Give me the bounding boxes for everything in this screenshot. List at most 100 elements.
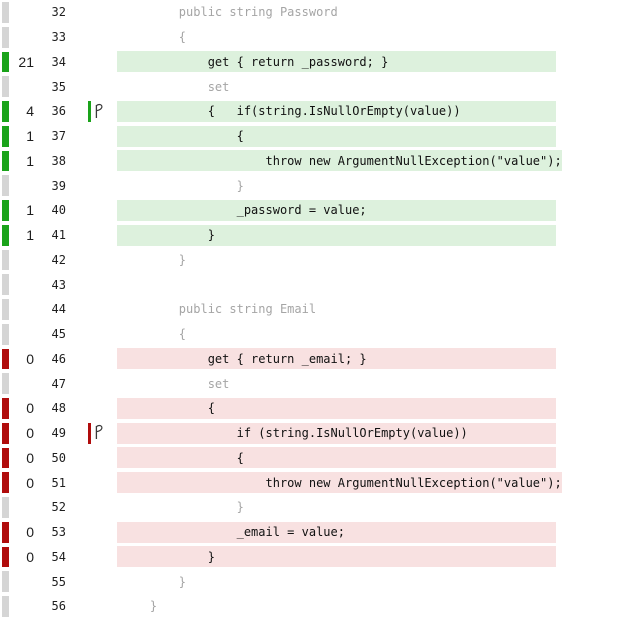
code-text: throw new ArgumentNullException("value")… <box>121 475 562 490</box>
coverage-gutter <box>0 74 10 99</box>
code-line[interactable]: { <box>117 446 556 471</box>
line-number[interactable]: 47 <box>51 376 66 391</box>
coverage-marker <box>2 249 9 271</box>
code-line[interactable] <box>117 272 556 297</box>
code-line[interactable]: if (string.IsNullOrEmpty(value)) <box>117 421 556 446</box>
line-number[interactable]: 48 <box>51 401 66 416</box>
code-line[interactable]: throw new ArgumentNullException("value")… <box>117 149 562 174</box>
branch-indicator-bar <box>88 422 91 444</box>
coverage-gutter <box>0 396 10 421</box>
coverage-gutter <box>0 545 10 570</box>
code-line[interactable]: } <box>117 173 556 198</box>
line-number[interactable]: 46 <box>51 351 66 366</box>
coverage-gutter <box>0 25 10 50</box>
branch-gutter <box>66 545 117 570</box>
branch-gutter <box>66 74 117 99</box>
line-number[interactable]: 41 <box>51 228 66 243</box>
code-line[interactable]: get { return _password; } <box>117 50 556 75</box>
code-line[interactable]: { <box>117 124 556 149</box>
code-text: } <box>121 574 187 589</box>
line-number[interactable]: 43 <box>51 277 66 292</box>
code-text: { <box>121 30 187 45</box>
code-text: } <box>121 178 244 193</box>
code-line[interactable]: } <box>117 569 556 594</box>
code-line-highlight <box>117 274 556 295</box>
hit-count: 0 <box>26 400 34 417</box>
coverage-row: 52 } <box>0 495 629 520</box>
code-text: { <box>121 450 244 465</box>
line-number[interactable]: 33 <box>51 30 66 45</box>
line-number[interactable]: 53 <box>51 525 66 540</box>
hit-count: 21 <box>18 53 34 70</box>
coverage-gutter <box>0 347 10 372</box>
code-line[interactable]: _password = value; <box>117 198 556 223</box>
coverage-gutter <box>0 248 10 273</box>
coverage-gutter <box>0 124 10 149</box>
line-number[interactable]: 45 <box>51 327 66 342</box>
line-number[interactable]: 54 <box>51 549 66 564</box>
line-number[interactable]: 34 <box>51 54 66 69</box>
code-line[interactable]: throw new ArgumentNullException("value")… <box>117 470 562 495</box>
code-line-highlight: } <box>117 571 556 592</box>
line-number[interactable]: 32 <box>51 5 66 20</box>
line-number[interactable]: 37 <box>51 129 66 144</box>
hit-count: 0 <box>26 548 34 565</box>
line-number[interactable]: 49 <box>51 426 66 441</box>
coverage-row: 56 } <box>0 594 629 619</box>
line-number[interactable]: 35 <box>51 79 66 94</box>
code-line[interactable]: { <box>117 322 556 347</box>
branch-gutter <box>66 396 117 421</box>
code-line[interactable]: } <box>117 248 556 273</box>
coverage-marker <box>2 323 9 345</box>
coverage-marker <box>2 200 9 221</box>
branch-gutter <box>66 421 117 446</box>
coverage-marker <box>2 125 9 147</box>
coverage-gutter <box>0 198 10 223</box>
code-line[interactable]: get { return _email; } <box>117 347 556 372</box>
code-line[interactable]: { <box>117 396 556 421</box>
code-line[interactable]: { <box>117 25 556 50</box>
branch-gutter <box>66 223 117 248</box>
coverage-marker <box>2 51 9 73</box>
line-number[interactable]: 40 <box>51 203 66 218</box>
hit-count: 0 <box>26 524 34 541</box>
code-line[interactable]: } <box>117 594 556 619</box>
code-line[interactable]: public string Password <box>117 0 556 25</box>
code-text: { <box>121 327 187 342</box>
line-number[interactable]: 52 <box>51 500 66 515</box>
line-number[interactable]: 50 <box>51 450 66 465</box>
coverage-gutter <box>0 99 10 124</box>
code-line[interactable]: } <box>117 223 556 248</box>
coverage-row: 32 public string Password <box>0 0 629 25</box>
line-number[interactable]: 36 <box>51 104 66 119</box>
code-line[interactable]: { if(string.IsNullOrEmpty(value)) <box>117 99 556 124</box>
code-line[interactable]: set <box>117 371 556 396</box>
coverage-marker <box>2 224 9 246</box>
line-number[interactable]: 51 <box>51 475 66 490</box>
line-number[interactable]: 39 <box>51 178 66 193</box>
coverage-marker <box>2 521 9 543</box>
code-line[interactable]: _email = value; <box>117 520 556 545</box>
line-number[interactable]: 56 <box>51 599 66 614</box>
code-line-highlight: _email = value; <box>117 521 556 543</box>
branch-gutter <box>66 0 117 25</box>
coverage-row: 1 40 _password = value; <box>0 198 629 223</box>
line-number[interactable]: 38 <box>51 153 66 168</box>
coverage-marker <box>2 2 9 23</box>
code-line[interactable]: } <box>117 545 556 570</box>
line-number[interactable]: 44 <box>51 302 66 317</box>
branch-gutter <box>66 520 117 545</box>
line-number[interactable]: 42 <box>51 252 66 267</box>
line-number[interactable]: 55 <box>51 574 66 589</box>
code-line[interactable]: public string Email <box>117 297 556 322</box>
code-line[interactable]: } <box>117 495 556 520</box>
branch-gutter <box>66 347 117 372</box>
code-line-highlight: get { return _password; } <box>117 51 556 73</box>
branch-gutter <box>66 149 117 174</box>
code-text: public string Password <box>121 5 338 20</box>
code-text: } <box>121 252 187 267</box>
coverage-row: 35 set <box>0 74 629 99</box>
code-line[interactable]: set <box>117 74 556 99</box>
coverage-marker <box>2 274 9 296</box>
coverage-gutter <box>0 421 10 446</box>
